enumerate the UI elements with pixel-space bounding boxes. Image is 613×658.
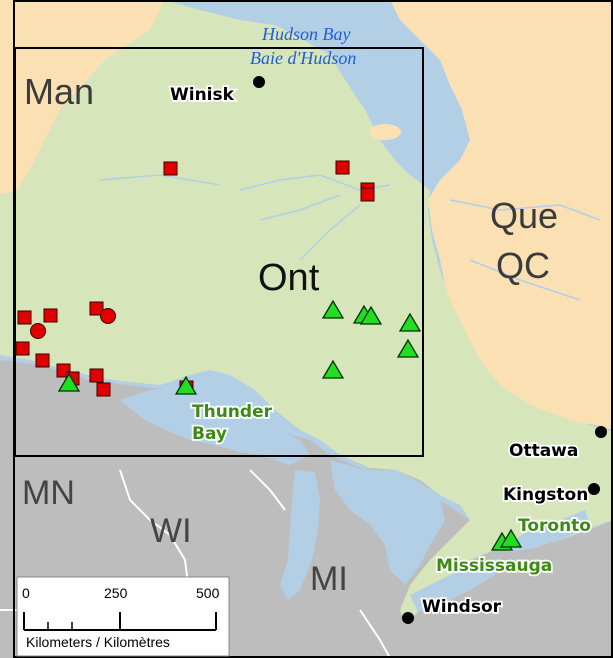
- james-bay: [330, 40, 458, 180]
- scale-tick-500: 500: [196, 585, 220, 601]
- akimiski-island: [369, 124, 401, 140]
- city-dots: [253, 76, 607, 624]
- scale-tick-250: 250: [104, 585, 128, 601]
- label-ottawa: Ottawa: [509, 441, 578, 461]
- green-triangle-marker: [321, 359, 345, 379]
- label-que: Que: [490, 195, 558, 236]
- label-ont: Ont: [258, 257, 320, 299]
- red-square-marker: [360, 187, 375, 202]
- label-toronto: Toronto: [518, 516, 591, 536]
- city-dot-winisk: [253, 76, 265, 88]
- red-square-marker: [335, 160, 350, 175]
- green-triangle-marker: [57, 372, 81, 392]
- label-bay: Bay: [192, 424, 227, 444]
- scale-caption: Kilometers / Kilomètres: [26, 634, 170, 650]
- red-circle-marker: [100, 308, 116, 324]
- red-square-marker: [96, 382, 111, 397]
- red-square-marker: [15, 341, 30, 356]
- label-hudson-bay: Hudson Bay: [261, 24, 351, 44]
- label-thunder: Thunder: [192, 402, 273, 422]
- quebec-land: [390, 0, 613, 430]
- green-triangle-marker: [174, 375, 198, 395]
- red-square-marker: [43, 308, 58, 323]
- green-triangle-marker: [499, 528, 523, 548]
- green-triangle-marker: [359, 305, 383, 325]
- green-triangle-marker: [321, 299, 345, 319]
- green-triangle-marker: [396, 338, 420, 358]
- red-square-marker: [17, 310, 32, 325]
- label-mississauga: Mississauga: [436, 556, 552, 576]
- scale-bar: 0 250 500 Kilometers / Kilomètres: [16, 576, 230, 657]
- label-qc: QC: [496, 245, 550, 286]
- label-man: Man: [24, 71, 94, 112]
- city-dot-ottawa: [595, 426, 607, 438]
- lake-superior: [120, 386, 310, 465]
- ontario-land: [0, 0, 613, 625]
- label-baie-hudson: Baie d'Hudson: [250, 48, 356, 68]
- label-kingston: Kingston: [503, 485, 588, 505]
- city-dot-kingston: [588, 483, 600, 495]
- map-border: [13, 0, 613, 658]
- red-circle-marker: [30, 323, 46, 339]
- red-square-marker: [89, 301, 104, 316]
- scale-tick-0: 0: [22, 585, 30, 601]
- label-winisk: Winisk: [170, 85, 235, 105]
- label-windsor: Windsor: [422, 597, 502, 617]
- hudson-bay: [165, 0, 420, 50]
- lake-ontario: [505, 510, 590, 552]
- red-square-marker: [163, 161, 178, 176]
- label-mn: MN: [22, 474, 75, 512]
- label-mi: MI: [310, 560, 348, 598]
- label-wi: WI: [150, 512, 192, 550]
- green-triangle-marker: [398, 312, 422, 332]
- scale-bar-background: [16, 576, 230, 657]
- red-circle-markers: [30, 308, 116, 339]
- lake-huron: [330, 460, 445, 585]
- lake-erie: [410, 558, 500, 612]
- red-square-marker: [89, 368, 104, 383]
- city-dot-windsor: [402, 612, 414, 624]
- red-square-marker: [35, 353, 50, 368]
- green-triangle-markers: [57, 299, 523, 551]
- lake-michigan: [280, 470, 320, 600]
